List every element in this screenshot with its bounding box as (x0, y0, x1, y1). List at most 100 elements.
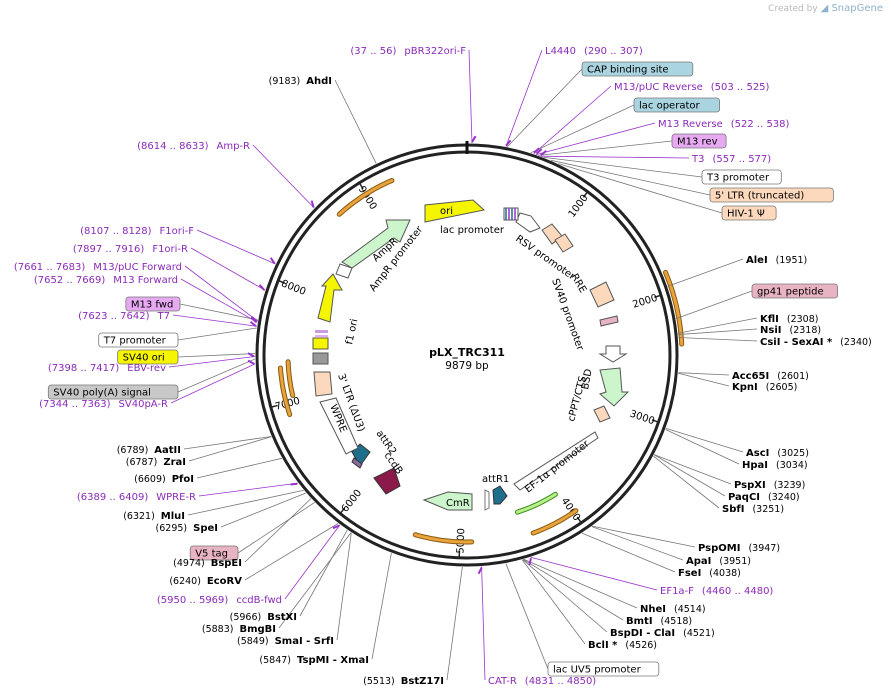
site-ahdi[interactable]: (9183)AhdI (269, 76, 332, 87)
box-hiv-1[interactable]: HIV-1 Ψ (721, 205, 777, 221)
box-v5-tag[interactable]: V5 tag (189, 545, 239, 561)
primer-t7[interactable]: (7623 .. 7642)T7 (78, 311, 170, 322)
primer-mark-amp-r (310, 200, 315, 208)
primer-m13-reverse[interactable]: M13 Reverse(522 .. 538) (658, 119, 790, 130)
primer-wpre-r[interactable]: (6389 .. 6409)WPRE-R (77, 492, 196, 503)
primer-sv40pa-r[interactable]: (7344 .. 7363)SV40pA-R (39, 399, 168, 410)
box-label-lac-operator: lac operator (639, 101, 700, 112)
label-attr1: attR1 (482, 474, 509, 485)
primer-pbr322ori-f[interactable]: (37 .. 56)pBR322ori-F (350, 46, 466, 57)
orf-arrow-1 (664, 270, 684, 346)
feature-ampr[interactable] (341, 219, 411, 269)
box-cap-binding-site[interactable]: CAP binding site (581, 61, 694, 77)
feature-sv40-promoter[interactable] (598, 345, 628, 363)
box-5-ltr-truncated[interactable]: 5' LTR (truncated) (709, 187, 834, 203)
feature-hiv-psi[interactable] (554, 233, 574, 253)
snapgene-logo: ◢ SnapGene (820, 3, 883, 14)
box-m13-rev[interactable]: M13 rev (671, 133, 727, 149)
site-nhei[interactable]: NheI(4514) (640, 604, 706, 615)
feature-cmr[interactable] (422, 491, 473, 511)
feature-attr1[interactable] (492, 485, 508, 505)
feature-wpre[interactable] (319, 397, 359, 455)
site-tspmi[interactable]: (5847)TspMI - XmaI (259, 655, 369, 666)
box-lac-operator[interactable]: lac operator (633, 97, 720, 113)
feature-bsd[interactable] (599, 367, 630, 407)
site-nsii[interactable]: NsiI(2318) (760, 325, 821, 336)
site-pspomi[interactable]: PspOMI(3947) (698, 543, 780, 554)
site-mlui[interactable]: (6321)MluI (123, 511, 185, 522)
box-label-m13-fwd: M13 fwd (131, 300, 173, 311)
primer-amp-r[interactable]: (8614 .. 8633)Amp-R (137, 141, 250, 152)
plasmid-name: pLX_TRC311 (429, 346, 505, 359)
leader-primer-pbr322ori-f (468, 49, 473, 144)
box-lac-uv5-promoter[interactable]: lac UV5 promoter (547, 661, 660, 677)
primer-l4440[interactable]: L4440(290 .. 307) (545, 46, 643, 57)
primer-ccdb-fwd[interactable]: (5950 .. 5969)ccdB-fwd (157, 595, 282, 606)
box-sv40-poly-a-signal[interactable]: SV40 poly(A) signal (47, 384, 179, 400)
site-spei[interactable]: (6295)SpeI (156, 523, 218, 534)
site-smai[interactable]: (5849)SmaI - SrfI (237, 636, 334, 647)
site-aatii[interactable]: (6789)AatII (117, 445, 181, 456)
feature-rsv-promoter[interactable] (515, 212, 541, 233)
primer-cat-r[interactable]: CAT-R(4831 .. 4850) (488, 676, 596, 687)
site-apai[interactable]: ApaI(3951) (686, 556, 751, 567)
site-acc65i[interactable]: Acc65I(2601) (732, 371, 809, 382)
box-m13-fwd[interactable]: M13 fwd (125, 296, 181, 312)
feature-ori[interactable] (424, 199, 486, 223)
site-paqci[interactable]: PaqCI(3240) (728, 492, 800, 503)
site-ecorv[interactable]: (6240)EcoRV (169, 576, 242, 587)
leader-primer-f1ori-f (196, 229, 276, 265)
site-fsei[interactable]: FseI(4038) (678, 568, 741, 579)
box-gp41-peptide[interactable]: gp41 peptide (751, 283, 838, 299)
primer-ebv-rev[interactable]: (7398 .. 7417)EBV-rev (48, 363, 166, 374)
leader-primer-t3 (540, 155, 690, 159)
box-t3-promoter[interactable]: T3 promoter (701, 169, 782, 185)
site-bspdi[interactable]: BspDI - ClaI(4521) (610, 628, 715, 639)
primer-m13-puc-forward[interactable]: (7661 .. 7683)M13/pUC Forward (14, 262, 182, 273)
site-kpni[interactable]: KpnI(2605) (732, 382, 797, 393)
site-hpai[interactable]: HpaI(3034) (742, 460, 808, 471)
site-asci[interactable]: AscI(3025) (746, 448, 809, 459)
primer-f1ori-r[interactable]: (7897 .. 7916)F1ori-R (73, 244, 188, 255)
feature-cppt[interactable] (593, 405, 611, 423)
site-bmgbi[interactable]: (5883)BmgBI (202, 624, 276, 635)
site-bmti[interactable]: BmtI(4518) (626, 616, 692, 627)
feature-rre[interactable] (589, 281, 615, 308)
site-pspxi[interactable]: PspXI(3239) (734, 480, 805, 491)
box-bg-hiv-1 (721, 205, 777, 221)
site-zrai[interactable]: (6787)ZraI (126, 457, 186, 468)
box-label-lac-uv5-promoter: lac UV5 promoter (553, 665, 642, 676)
leader-primer-ccdb-fwd (284, 524, 341, 600)
feature-3ltr[interactable] (313, 371, 333, 397)
box-t7-promoter[interactable]: T7 promoter (98, 332, 179, 348)
site-bstxi[interactable]: (5966)BstXI (230, 612, 297, 623)
leader-site-smai (336, 532, 352, 641)
site-bspei[interactable]: (4974)BspEI (173, 558, 242, 569)
site-sbfi[interactable]: SbfI(3251) (722, 504, 784, 515)
primer-m13-puc-reverse[interactable]: M13/pUC Reverse(503 .. 525) (614, 82, 770, 93)
box-sv40-ori[interactable]: SV40 ori (117, 349, 179, 365)
feature-gp41[interactable] (599, 315, 619, 327)
feature-sv40-polya[interactable] (312, 352, 329, 365)
leader-box-5-ltr-truncated (550, 159, 711, 196)
feature-sv40-ori[interactable] (312, 337, 329, 350)
site-kfli[interactable]: KflI(2308) (760, 314, 818, 325)
site-alei[interactable]: AleI(1951) (746, 255, 807, 266)
primer-f1ori-f[interactable]: (8107 .. 8128)F1ori-F (80, 226, 194, 237)
leader-box-gp41-peptide (675, 290, 753, 320)
box-bg-m13-fwd (125, 296, 181, 312)
tick-mark-4000 (576, 516, 582, 524)
feature-ccdb[interactable] (373, 467, 401, 495)
box-label-m13-rev: M13 rev (677, 137, 718, 148)
leader-primer-ebv-rev (168, 356, 256, 368)
site-csii[interactable]: CsiI - SexAI *(2340) (760, 337, 872, 348)
feature-f1-ori[interactable] (317, 273, 343, 323)
primer-ef1a-f[interactable]: EF1a-F(4460 .. 4480) (660, 586, 773, 597)
primer-t3[interactable]: T3(557 .. 577) (691, 154, 771, 165)
site-bstz17i[interactable]: (5513)BstZ17I (363, 676, 444, 687)
site-bcli[interactable]: BclI *(4526) (588, 640, 657, 651)
feature-ef1a-promoter[interactable] (513, 431, 599, 491)
brand-name: SnapGene (831, 3, 883, 14)
site-pfoi[interactable]: (6609)PfoI (134, 474, 194, 485)
primer-m13-forward[interactable]: (7652 .. 7669)M13 Forward (34, 275, 178, 286)
